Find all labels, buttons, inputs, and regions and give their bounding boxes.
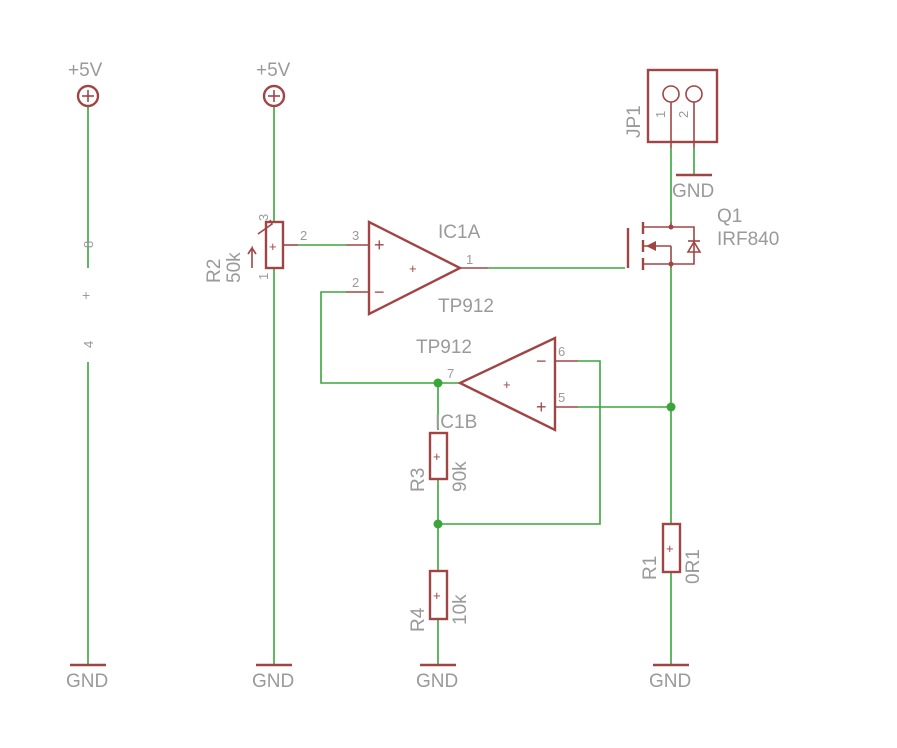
ic1b-name: IC1B bbox=[435, 412, 477, 433]
supply2-circle bbox=[262, 84, 286, 108]
r4-plus: + bbox=[433, 588, 441, 603]
r2-pin3: 3 bbox=[256, 214, 271, 221]
junction-divider bbox=[433, 519, 443, 529]
jp1-body bbox=[646, 68, 719, 144]
ic-power-pin4: 4 bbox=[81, 341, 96, 348]
r1-value: 0R1 bbox=[683, 549, 704, 584]
q1-source-lead bbox=[643, 263, 672, 268]
q1-diode-triangle bbox=[686, 240, 702, 253]
gnd-4: GND bbox=[649, 663, 691, 692]
ic1b-body bbox=[457, 336, 557, 432]
r3-name: R3 bbox=[408, 468, 429, 492]
ic1b-pin7: 7 bbox=[447, 366, 454, 381]
jp1-pin2: 2 bbox=[676, 111, 691, 118]
r2-potentiometer: + 3 2 1 R2 50k bbox=[204, 214, 307, 283]
r3-resistor: + R3 90k bbox=[408, 431, 471, 492]
gnd2-label: GND bbox=[252, 671, 294, 692]
gnd-jp1-label: GND bbox=[672, 181, 714, 202]
gnd-2: GND bbox=[252, 663, 294, 692]
r2-value: 50k bbox=[224, 252, 245, 283]
ic1a-body bbox=[367, 220, 463, 316]
junction-ic1b-out bbox=[433, 378, 443, 388]
ic1b-in-plus: + bbox=[536, 397, 547, 417]
ic1b-pin6: 6 bbox=[558, 344, 565, 359]
ic1b-center-plus: + bbox=[503, 377, 511, 392]
q1-mosfet: Q1 IRF840 bbox=[626, 206, 779, 270]
r2-pin2: 2 bbox=[300, 228, 307, 243]
supply1-label: +5V bbox=[68, 60, 103, 81]
supply2-symbol: +5V bbox=[256, 60, 291, 108]
jp1-pin1: 1 bbox=[653, 111, 668, 118]
r2-name: R2 bbox=[204, 259, 225, 283]
r2-trim-mark bbox=[257, 219, 274, 235]
gnd-1: GND bbox=[66, 663, 108, 692]
ic1a-pin2: 2 bbox=[352, 275, 359, 290]
r1-plus: + bbox=[666, 541, 674, 556]
r1-name: R1 bbox=[640, 556, 661, 580]
r3-plus: + bbox=[433, 449, 441, 464]
ic1a-part: TP912 bbox=[438, 296, 494, 317]
supply2-label: +5V bbox=[256, 60, 291, 81]
gnd4-label: GND bbox=[649, 671, 691, 692]
supply1-symbol: +5V bbox=[68, 60, 103, 108]
ic1b-in-minus: − bbox=[536, 351, 547, 371]
ic-power-pin8: 8 bbox=[81, 241, 96, 248]
q1-dot-source bbox=[668, 261, 674, 267]
r3-value: 90k bbox=[450, 461, 471, 492]
gnd-jp1: GND bbox=[672, 173, 714, 202]
ic1a-in-plus: + bbox=[374, 235, 385, 255]
ic1a-pin1: 1 bbox=[466, 252, 473, 267]
q1-name: Q1 bbox=[717, 206, 742, 227]
ic-power-plus: + bbox=[82, 287, 90, 303]
supply1-circle bbox=[76, 84, 100, 108]
r1-body bbox=[661, 522, 682, 574]
ic1b-part: TP912 bbox=[416, 337, 472, 358]
r2-plus: + bbox=[269, 239, 277, 254]
jp1-name: JP1 bbox=[624, 105, 645, 138]
ic1a-center-plus: + bbox=[409, 261, 417, 276]
wire-feedback-loop bbox=[320, 291, 438, 384]
q1-drain-lead bbox=[643, 222, 672, 228]
ic1a-pin3: 3 bbox=[352, 228, 359, 243]
ic1a-in-minus: − bbox=[374, 282, 385, 302]
r2-pin1: 1 bbox=[256, 273, 271, 280]
gnd1-label: GND bbox=[66, 671, 108, 692]
wires bbox=[87, 106, 695, 665]
r4-resistor: + R4 10k bbox=[408, 569, 471, 632]
gnd-3: GND bbox=[416, 663, 458, 692]
ic1a-opamp: + − + 3 2 1 IC1A TP912 bbox=[346, 220, 494, 317]
wire-divider-feedback bbox=[438, 360, 601, 525]
ic1a-name: IC1A bbox=[438, 222, 481, 243]
r4-name: R4 bbox=[408, 607, 429, 632]
jp1-connector: 1 2 JP1 bbox=[624, 68, 719, 148]
q1-part: IRF840 bbox=[717, 229, 779, 250]
r4-body bbox=[428, 569, 449, 621]
q1-dot-drain bbox=[668, 224, 674, 230]
r2-arrow bbox=[247, 245, 257, 268]
jp1-pin2-pad bbox=[685, 85, 703, 103]
r4-value: 10k bbox=[450, 594, 471, 625]
r1-resistor: + R1 0R1 bbox=[640, 522, 704, 584]
q1-arrow bbox=[646, 241, 656, 251]
ic1b-opamp: − + + 6 5 7 TP912 IC1B bbox=[416, 336, 578, 433]
jp1-pin1-pad bbox=[662, 85, 680, 103]
ic1b-pin5: 5 bbox=[558, 390, 565, 405]
r3-body bbox=[428, 431, 449, 481]
q1-diode-frame bbox=[671, 226, 695, 265]
gnd3-label: GND bbox=[416, 671, 458, 692]
junction-source bbox=[666, 402, 676, 412]
